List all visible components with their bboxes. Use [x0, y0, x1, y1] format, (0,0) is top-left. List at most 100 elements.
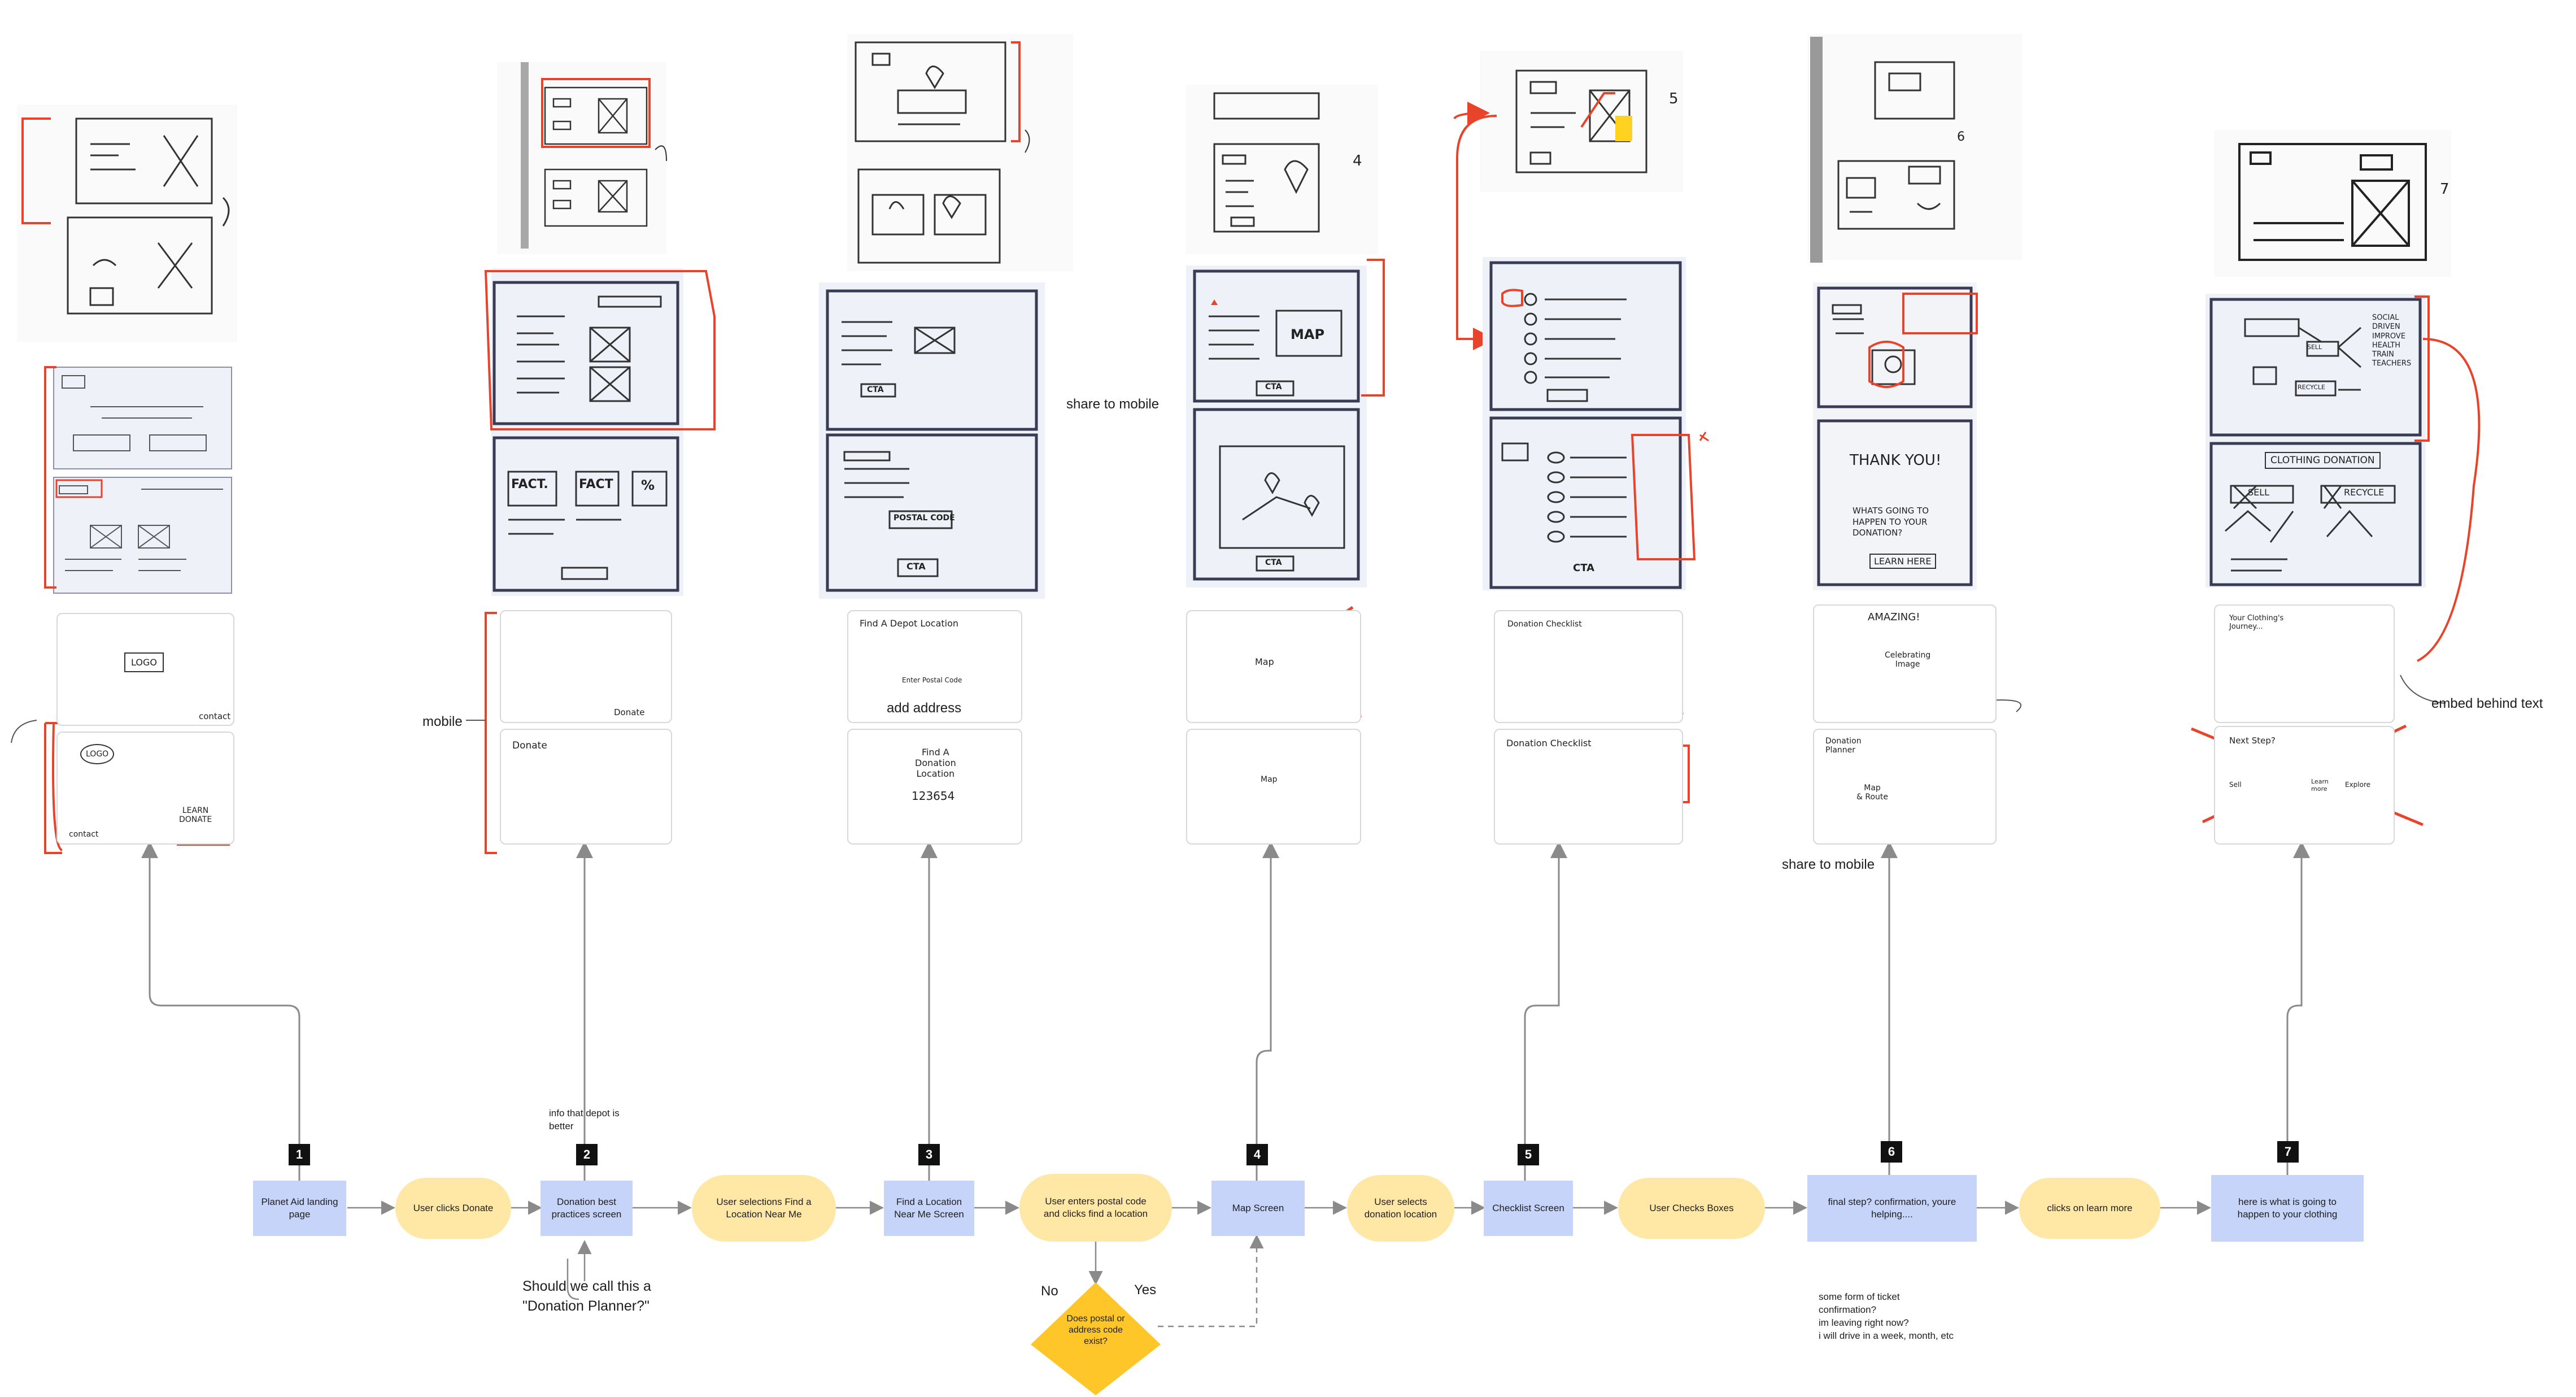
sketch-postal-code: POSTAL CODE — [893, 513, 955, 523]
mobile-sketch-landing: LOGO contact — [56, 613, 234, 726]
action-enter-postal[interactable]: User enters postal code and clicks find … — [1019, 1174, 1172, 1242]
mobile-sketch-find-location: Find A Depot Location Enter Postal Code — [847, 610, 1022, 723]
sketch-page-num-4: 4 — [1353, 153, 1362, 169]
sketch-sell-btn: Sell — [2229, 781, 2242, 789]
step-5-checklist[interactable]: Checklist Screen — [1484, 1181, 1573, 1236]
sketch-logo-2: LOGO — [80, 744, 115, 764]
badge-step-4: 4 — [1246, 1144, 1268, 1165]
sketch-map-small-2: Map — [1261, 775, 1278, 784]
sketch-your-clothing: Your Clothing's Journey... — [2229, 614, 2284, 631]
grid-sketch-col7 — [2205, 294, 2426, 587]
sketch-enter-postal: Enter Postal Code — [902, 676, 962, 684]
horizontal-connectors — [347, 1200, 2211, 1300]
sketch-cta-4b: CTA — [1265, 558, 1282, 567]
sketch-col4 — [1213, 92, 1320, 233]
sketch-donate-title: Donate — [512, 740, 547, 751]
mobile-sketch-find-location-2: Find A Donation Location 123654 — [847, 729, 1022, 845]
sketch-percent: % — [641, 477, 655, 493]
mobile-sketch-donate-2: Donate — [500, 729, 672, 845]
grid-sketch-col3 — [819, 282, 1045, 599]
sketch-whats-going: WHATS GOING TO HAPPEN TO YOUR DONATION? — [1853, 506, 1929, 538]
action-select-location[interactable]: User selects donation location — [1347, 1175, 1454, 1242]
note-share-to-mobile-1: share to mobile — [1066, 397, 1160, 412]
note-share-to-mobile-2: share to mobile — [1782, 857, 1875, 872]
grid-sketch-col4 — [1186, 266, 1367, 587]
sketch-thank-you: THANK YOU! — [1850, 452, 1942, 469]
sketch-learn-here: LEARN HERE — [1869, 554, 1936, 569]
sketch-col3 — [855, 41, 1006, 264]
sketch-find-depot: Find A Depot Location — [860, 618, 959, 629]
step-3-find-location[interactable]: Find a Location Near Me Screen — [884, 1181, 974, 1236]
step-7-what-happens[interactable]: here is what is going to happen to your … — [2211, 1175, 2364, 1242]
sketch-amazing: AMAZING! — [1868, 611, 1920, 623]
note-add-address: add address — [887, 700, 962, 716]
note-embed-behind-text: embed behind text — [2431, 696, 2543, 711]
action-learn-more[interactable]: clicks on learn more — [2019, 1178, 2160, 1239]
sketch-contact-2: contact — [69, 830, 99, 839]
grid-sketch-col2 — [491, 268, 683, 596]
sketch-donate-label: Donate — [614, 707, 645, 717]
sketch-col6 — [1837, 61, 1955, 230]
action-user-clicks-donate[interactable]: User clicks Donate — [395, 1178, 511, 1239]
badge-step-6: 6 — [1881, 1141, 1902, 1163]
mobile-sketch-confirmation-1: AMAZING! Celebrating Image — [1813, 604, 1997, 723]
step-6-confirmation[interactable]: final step? confirmation, youre helping.… — [1807, 1175, 1977, 1242]
note-mobile: mobile — [422, 714, 463, 729]
action-find-location[interactable]: User selections Find a Location Near Me — [692, 1175, 836, 1242]
sketch-sell-small: SELL — [2307, 343, 2322, 351]
sketch-recycle-small: RECYCLE — [2298, 384, 2325, 391]
sketch-learn-donate: LEARN DONATE — [179, 806, 212, 824]
badge-step-5: 5 — [1518, 1144, 1539, 1165]
sketch-logo: LOGO — [124, 652, 164, 672]
sketch-recycle: RECYCLE — [2344, 487, 2385, 498]
step-4-map-screen[interactable]: Map Screen — [1211, 1181, 1305, 1236]
sketch-clothing-donation: CLOTHING DONATION — [2265, 452, 2381, 469]
grid-sketch-col6 — [1813, 282, 1977, 590]
mobile-sketch-landing-2: LOGO LEARN DONATE contact — [56, 732, 234, 845]
decision-label: Does postal or address code exist? — [1066, 1314, 1125, 1346]
sketch-learn-more: Learn more — [2311, 778, 2329, 793]
note-donation-planner: Should we call this a "Donation Planner?… — [522, 1278, 651, 1314]
badge-step-7: 7 — [2277, 1141, 2299, 1163]
step-1-landing-page[interactable]: Planet Aid landing page — [253, 1181, 346, 1236]
sketch-map-small: Map — [1255, 656, 1274, 667]
sketch-contact: contact — [199, 711, 231, 721]
sketch-sell: SELL — [2248, 487, 2270, 498]
step-2-best-practices[interactable]: Donation best practices screen — [541, 1181, 633, 1236]
sketch-social: SOCIAL DRIVEN IMPROVE HEALTH TRAIN TEACH… — [2372, 314, 2412, 368]
mobile-sketch-map-2: Map — [1186, 729, 1361, 845]
note-info-depot: info that depot is better — [549, 1108, 620, 1131]
sketch-cta-3a: CTA — [867, 385, 884, 394]
sketch-donation-planner: Donation Planner — [1825, 737, 1862, 755]
yes-connector — [1158, 1234, 1264, 1328]
sketch-cta-3b: CTA — [906, 561, 926, 572]
sketch-cta-5: CTA — [1573, 562, 1595, 574]
sketch-col1 — [67, 117, 230, 315]
sketch-map-route: Map & Route — [1856, 784, 1889, 802]
vertical-connectors — [141, 841, 2310, 1183]
mobile-sketch-map-1: Map — [1186, 610, 1361, 723]
action-checks-boxes[interactable]: User Checks Boxes — [1618, 1178, 1765, 1239]
mobile-sketch-checklist-1: Donation Checklist — [1494, 610, 1683, 723]
badge-step-2: 2 — [576, 1144, 598, 1165]
sketch-checklist-2: Donation Checklist — [1506, 738, 1592, 748]
grid-sketch-col1 — [53, 367, 232, 594]
sketch-col7 — [2238, 143, 2427, 261]
mobile-sketch-donate-1: Donate — [500, 610, 672, 723]
sketch-page-num-5: 5 — [1669, 90, 1679, 107]
sketch-find-donation: Find A Donation Location — [915, 747, 956, 779]
sketch-next-step: Next Step? — [2229, 736, 2276, 746]
sketch-cta-4a: CTA — [1265, 382, 1282, 391]
badge-step-3: 3 — [918, 1144, 940, 1165]
sketch-page-num-7: 7 — [2440, 181, 2449, 198]
decision-no-label: No — [1041, 1283, 1058, 1299]
grid-sketch-col5 — [1483, 257, 1686, 590]
decision-yes-label: Yes — [1134, 1282, 1157, 1298]
mobile-sketch-journey-1: Your Clothing's Journey... — [2214, 604, 2395, 723]
mobile-sketch-checklist-2: Donation Checklist — [1494, 729, 1683, 845]
mobile-sketch-journey-2: Next Step? Explore Sell Learn more — [2214, 726, 2395, 845]
sketch-map-4: MAP — [1291, 327, 1325, 342]
sketch-checklist-1: Donation Checklist — [1507, 620, 1582, 629]
sketch-fact-2: FACT — [579, 477, 613, 491]
